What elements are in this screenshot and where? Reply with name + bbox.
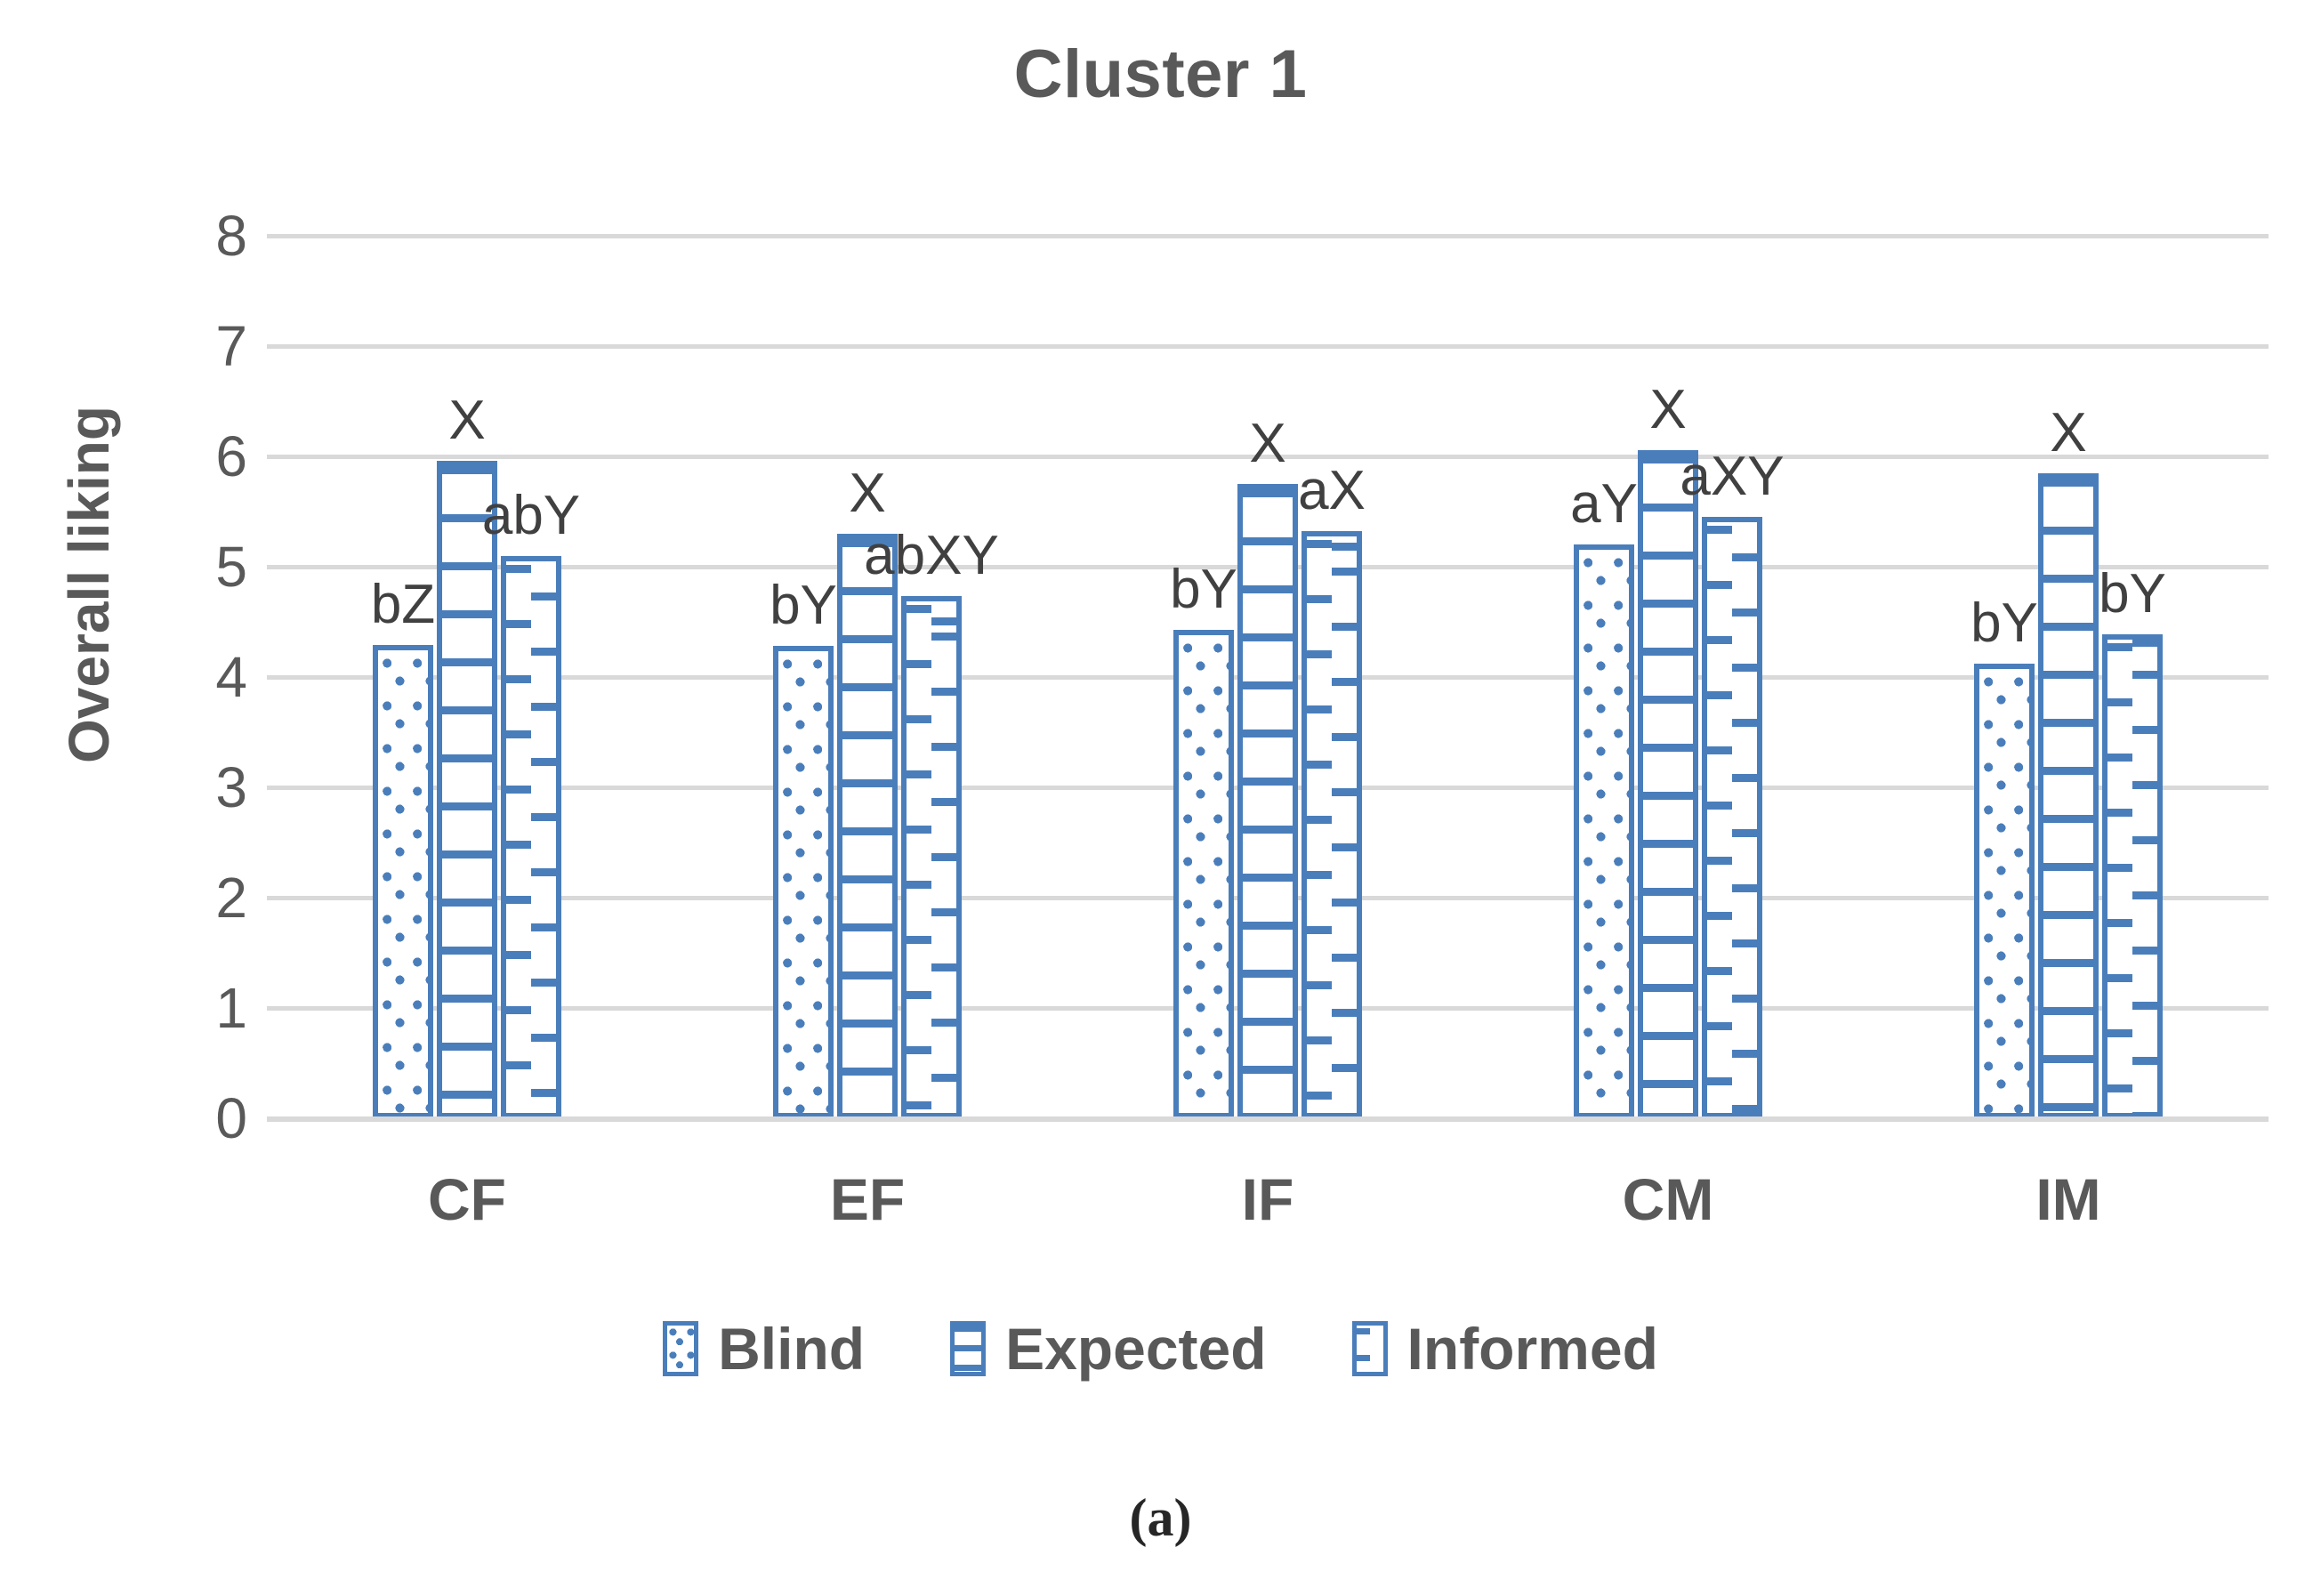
x-tick-label-if: IF [1241,1166,1294,1232]
x-tick-label-ef: EF [829,1166,906,1232]
bar-annotation: X [1249,413,1286,474]
y-tick-label: 1 [215,976,247,1040]
x-tick-label-cm: CM [1622,1166,1714,1232]
gridline [267,234,2269,238]
bar-annotation: bY [2099,562,2166,625]
y-tick-label: 8 [215,204,247,268]
bar-annotation: abXY [864,525,999,587]
bar-annotation: bY [1170,558,1237,620]
bar-if-expected [1237,484,1298,1118]
legend-swatch-blind [663,1321,699,1376]
bar-cf-informed [501,555,561,1118]
bar-ef-informed [901,596,962,1118]
figure-caption: (a) [1129,1488,1192,1547]
bar-annotation: abY [481,484,581,546]
legend-item-expected[interactable]: Expected [950,1315,1267,1382]
legend-label: Expected [1005,1316,1267,1382]
bar-cm-informed [1702,517,1762,1118]
y-tick-label: 4 [215,645,247,709]
bar-ef-expected [837,533,898,1118]
bar-annotation: bY [1970,592,2038,655]
bar-annotation: X [448,389,486,451]
chart-title: Cluster 1 [1013,36,1308,112]
y-tick-label: 7 [215,314,247,378]
legend-swatch-expected [950,1321,987,1376]
bar-annotation: bY [770,575,837,637]
y-tick-label: 5 [215,535,247,599]
legend-label: Informed [1406,1316,1658,1382]
bar-if-informed [1302,531,1362,1118]
bar-ef-blind [773,646,834,1118]
chart-legend: Blind Expected Informed [0,1315,2321,1382]
y-tick-label: 0 [215,1086,247,1150]
bar-cm-blind [1574,544,1634,1118]
bar-annotation: X [1649,378,1687,440]
bar-annotation: aX [1298,460,1366,522]
bar-if-blind [1173,629,1234,1118]
bar-cm-expected [1638,449,1698,1118]
x-tick-label-cf: CF [428,1166,506,1232]
y-tick-label: 2 [215,866,247,930]
y-tick-label: 3 [215,755,247,819]
gridline [267,455,2269,459]
legend-label: Blind [718,1316,866,1382]
bar-annotation: aY [1570,473,1638,536]
y-tick-label: 6 [215,424,247,488]
gridline [267,344,2269,349]
legend-item-informed[interactable]: Informed [1351,1315,1658,1382]
bar-im-expected [2038,472,2099,1118]
bar-annotation: bZ [370,574,436,636]
bar-cf-blind [373,645,433,1118]
x-axis-line [267,1116,2269,1122]
legend-swatch-informed [1351,1321,1388,1376]
bar-annotation: aXY [1680,446,1785,508]
bar-im-blind [1974,664,2035,1118]
bar-cf-expected [437,460,497,1118]
bar-annotation: X [849,462,886,524]
y-axis-tick-labels: 8 7 6 5 4 3 2 1 0 [36,207,249,1147]
bar-annotation: X [2050,401,2087,463]
legend-item-blind[interactable]: Blind [663,1315,865,1382]
bar-im-informed [2102,633,2163,1118]
x-tick-label-im: IM [2035,1166,2101,1232]
